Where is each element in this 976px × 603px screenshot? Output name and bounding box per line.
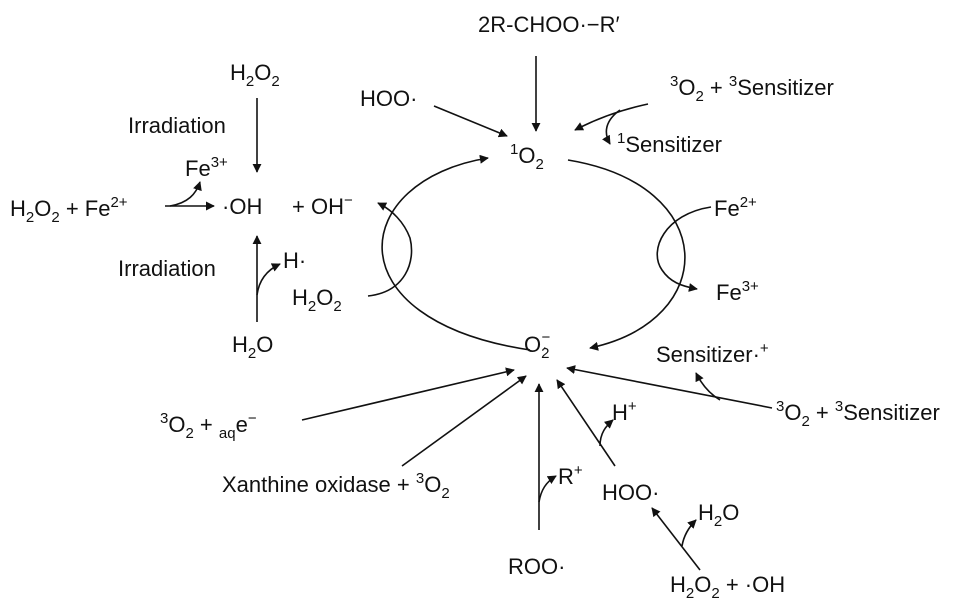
hoo-top-label: HOO· bbox=[360, 86, 417, 111]
h-plus-label: H+ bbox=[612, 398, 637, 425]
singlet-sensitizer-branch-arrow bbox=[602, 109, 621, 145]
triplet-oxygen-aqe-label: 3O2 + aqe− bbox=[160, 410, 257, 442]
hoo-to-singlet-arrow bbox=[433, 105, 508, 138]
carbonyl-oxide-label: 2R-CHOO·−R′ bbox=[478, 12, 620, 37]
fenton-reactants-label: H2O2 + Fe2+ bbox=[10, 194, 128, 226]
fe2-to-fe3-branch-arrow bbox=[656, 206, 712, 292]
cycle-right-arc-arrow bbox=[567, 159, 686, 351]
h2o2-oh-label: H2O2 + ·OH bbox=[670, 572, 785, 602]
xanthine-to-superoxide-arrow bbox=[401, 375, 527, 467]
hydroxide-label: + OH− bbox=[292, 192, 353, 219]
h-radical-branch-arrow bbox=[256, 263, 281, 296]
fe3-right-label: Fe3+ bbox=[716, 278, 759, 305]
h2o-branch-arrow bbox=[681, 519, 697, 547]
h2o2-top-label: H2O2 bbox=[230, 60, 280, 90]
fe3-branch-arrow bbox=[169, 181, 202, 207]
hoo-bottom-label: HOO· bbox=[602, 480, 659, 505]
sensitizer-to-singlet-arrow bbox=[574, 103, 649, 131]
cycle-left-arc-arrow bbox=[381, 154, 531, 351]
fe3-left-label: Fe3+ bbox=[185, 154, 228, 181]
r-plus-label: R+ bbox=[558, 462, 583, 489]
h2o2-oh-to-hoo-arrow bbox=[651, 507, 701, 571]
xanthine-oxidase-label: Xanthine oxidase + 3O2 bbox=[222, 470, 450, 502]
h2o2-to-hydroxyl-branch-arrow bbox=[367, 202, 413, 297]
h2o2-mid-label: H2O2 bbox=[292, 285, 342, 315]
h2o-left-label: H2O bbox=[232, 332, 273, 362]
sensitizer-cation-label: Sensitizer·+ bbox=[656, 340, 769, 367]
triplet-oxygen-sensitizer-bottom-label: 3O2 + 3Sensitizer bbox=[776, 398, 940, 430]
h2o-right-label: H2O bbox=[698, 500, 739, 530]
sensitizer-cation-branch-arrow bbox=[695, 372, 721, 401]
irradiation-top-label: Irradiation bbox=[128, 113, 226, 138]
singlet-sensitizer-label: 1Sensitizer bbox=[617, 130, 722, 157]
r-plus-branch-arrow bbox=[538, 475, 557, 503]
roo-label: ROO· bbox=[508, 554, 565, 579]
triplet-oxygen-sensitizer-top-label: 3O2 + 3Sensitizer bbox=[670, 73, 834, 105]
hydroxyl-radical-label: ·OH bbox=[222, 194, 262, 219]
sensitizer-to-superoxide-arrow bbox=[566, 365, 773, 409]
aqe-to-superoxide-arrow bbox=[301, 367, 515, 421]
h-plus-branch-arrow bbox=[599, 419, 614, 447]
hoo-to-superoxide-arrow bbox=[556, 379, 616, 467]
fe2-right-label: Fe2+ bbox=[714, 194, 757, 221]
singlet-oxygen-label: 1O2 bbox=[510, 141, 544, 173]
superoxide-label: O2−· bbox=[524, 329, 550, 362]
h-radical-label: H· bbox=[283, 248, 306, 273]
irradiation-bottom-label: Irradiation bbox=[118, 256, 216, 281]
